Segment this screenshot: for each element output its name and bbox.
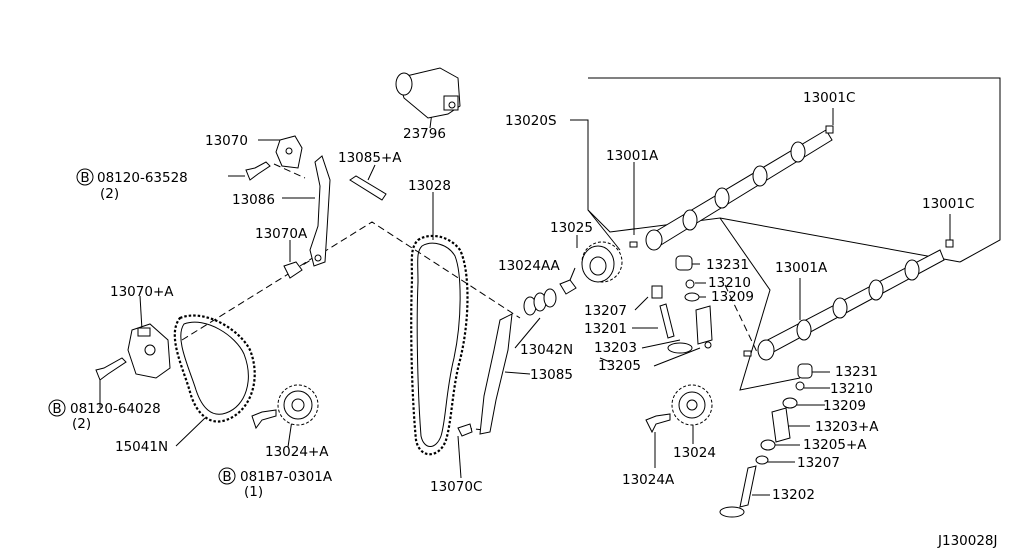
label-13205: 13205 [598,358,641,374]
label-13209-top: 13209 [711,289,754,305]
label-13024plusa: 13024+A [265,444,329,460]
svg-text:B: B [52,401,61,417]
label-13202: 13202 [772,487,815,503]
main-timing-chain-icon [410,234,469,456]
lower-tensioner-icon [127,323,171,379]
intake-sprocket-icon [581,241,623,283]
upper-valve-assembly-icon [651,255,713,354]
upper-chain-guide-icon [349,175,387,201]
diagram-id: J130028J [937,533,998,549]
bolt-08120-64028-icon [95,357,127,381]
label-23796: 23796 [403,126,446,142]
svg-text:B: B [222,469,231,485]
seal-rings-icon [523,288,557,316]
label-13024aa: 13024AA [498,258,561,274]
bolt-symbol-icon-3: B [218,467,236,485]
label-13024: 13024 [673,445,716,461]
exhaust-camshaft-icon [743,239,954,361]
intake-camshaft-icon [629,125,834,251]
sprocket-bolt-13024a-icon [645,413,671,434]
camshaft-sprocket-icon [671,384,713,426]
label-13210-bottom: 13210 [830,381,873,397]
label-13205plusa: 13205+A [803,437,867,453]
label-15041n: 15041N [115,439,168,455]
label-13025: 13025 [550,220,593,236]
label-13231-bottom: 13231 [835,364,878,380]
label-081b7-qty: (1) [244,484,263,500]
label-13001c-top: 13001C [803,90,855,106]
label-13070: 13070 [205,133,248,149]
label-13028: 13028 [408,178,451,194]
label-081b7: 081B7-0301A [240,469,333,485]
guide-bolt-icon [457,423,473,437]
label-13020s: 13020S [505,113,557,129]
label-08120-63528: 08120-63528 [97,170,188,186]
label-13001c-right: 13001C [922,196,974,212]
cam-position-sensor-icon [395,67,461,119]
label-08120-64028-qty: (2) [72,416,91,432]
bolt-08120-63528-icon [245,161,271,181]
tensioner-bolt-icon [283,261,303,279]
label-13201: 13201 [584,321,627,337]
label-13070a: 13070A [255,226,308,242]
label-13085: 13085 [530,367,573,383]
label-13024a: 13024A [622,472,675,488]
bolt-symbol-icon-1: B [76,168,94,186]
label-13203: 13203 [594,340,637,356]
bolt-081b7-icon [251,409,277,430]
label-13001a-top: 13001A [606,148,659,164]
sprocket-bolt-icon [559,279,577,295]
label-08120-63528-qty: (2) [100,186,119,202]
label-13042n: 13042N [520,342,573,358]
label-13070c: 13070C [430,479,482,495]
label-13207-bottom: 13207 [797,455,840,471]
chain-tension-guide-icon [479,313,513,435]
label-13203plusa: 13203+A [815,419,879,435]
svg-text:B: B [80,170,89,186]
upper-tensioner-icon [275,135,303,169]
exhaust-sprocket-icon [277,384,319,426]
label-13070plusa: 13070+A [110,284,174,300]
part-labels: 23796 13070 08120-63528 (2) 13085+A 1302… [70,90,998,549]
label-13209-bottom: 13209 [823,398,866,414]
label-13207-top: 13207 [584,303,627,319]
label-13231-top: 13231 [706,257,749,273]
label-13085plusa: 13085+A [338,150,402,166]
label-08120-64028: 08120-64028 [70,401,161,417]
bolt-symbol-icon-2: B [48,399,66,417]
slack-guide-icon [309,155,331,267]
lower-valve-assembly-icon [719,363,813,518]
secondary-timing-chain-icon [173,314,256,423]
label-13086: 13086 [232,192,275,208]
label-13001a-right: 13001A [775,260,828,276]
label-13210-top: 13210 [708,275,751,291]
